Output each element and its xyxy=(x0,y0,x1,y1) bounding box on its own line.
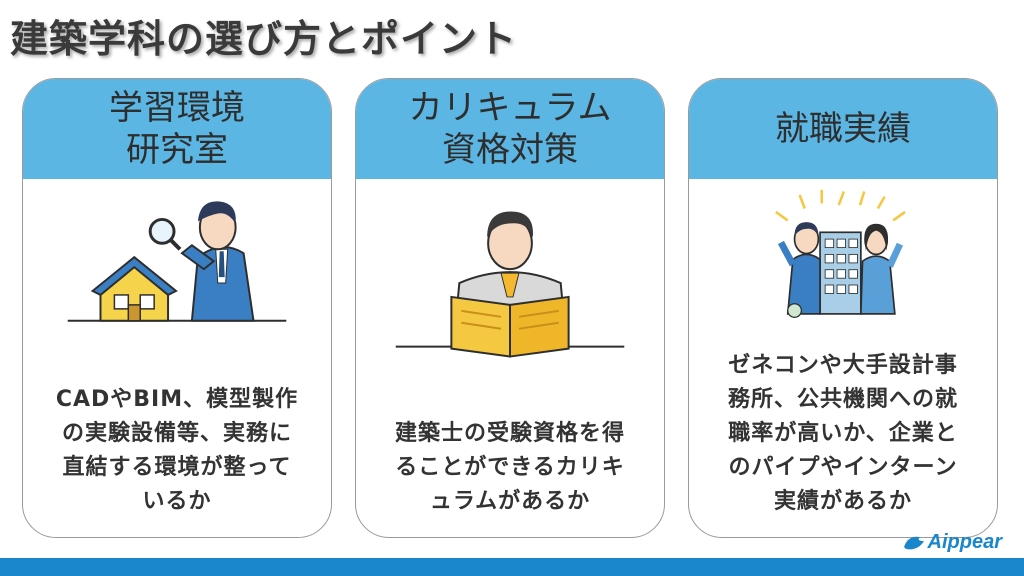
card-employment-record: 就職実績 ゼネコンや大手 xyxy=(688,78,998,538)
card-heading: カリキュラム 資格対策 xyxy=(356,79,664,179)
card-heading: 就職実績 xyxy=(689,79,997,179)
card-description: 建築士の受験資格を得 ることができるカリキ ュラムがあるか xyxy=(366,417,654,519)
card-description-line: 建築士の受験資格を得 xyxy=(394,421,625,446)
card-description-line: 実績があるか xyxy=(773,489,912,514)
card-description-line: ゼネコンや大手設計事 xyxy=(728,353,958,378)
card-description-line: ュラムがあるか xyxy=(429,489,591,514)
card-heading-line: 学習環境 xyxy=(109,88,245,128)
logo-text: Aippear xyxy=(927,531,1002,553)
card-learning-environment: 学習環境 研究室 CADやBIM、模型製作 の実験設備等、実務に 直結する環境が… xyxy=(22,78,332,538)
card-description-line: のパイプやインターン xyxy=(728,455,958,480)
people-with-building-icon xyxy=(775,189,906,318)
card-description: ゼネコンや大手設計事 務所、公共機関への就 職率が高いか、企業と のパイプやイン… xyxy=(699,349,987,519)
card-description-line: の実験設備等、実務に xyxy=(61,421,292,446)
card-heading-line: 資格対策 xyxy=(442,130,578,170)
footer-bar xyxy=(0,558,1024,576)
card-description-line: 職率が高いか、企業と xyxy=(728,421,958,446)
bird-logo-icon xyxy=(903,536,924,549)
card-heading-line: 就職実績 xyxy=(775,109,911,149)
card-description-line: ることができるカリキ xyxy=(395,455,625,480)
card-heading-line: カリキュラム xyxy=(408,88,612,128)
page-title: 建築学科の選び方とポイント xyxy=(10,17,518,61)
card-heading-line: 研究室 xyxy=(126,130,228,170)
aippear-logo: Aippear xyxy=(902,531,1002,554)
card-description-line: いるか xyxy=(142,489,212,514)
card-description-line: 直結する環境が整って xyxy=(62,455,292,480)
man-reading-book-icon xyxy=(395,211,625,358)
card-curriculum: カリキュラム 資格対策 建築士の受験資格を得 ることができるカリキ ュラムがある… xyxy=(355,78,665,538)
card-description: CADやBIM、模型製作 の実験設備等、実務に 直結する環境が整って いるか xyxy=(33,383,321,519)
man-magnifying-house-icon xyxy=(67,201,287,322)
card-heading: 学習環境 研究室 xyxy=(23,79,331,179)
card-description-line: 務所、公共機関への就 xyxy=(727,387,958,412)
card-description-line: CADやBIM、模型製作 xyxy=(55,387,299,412)
